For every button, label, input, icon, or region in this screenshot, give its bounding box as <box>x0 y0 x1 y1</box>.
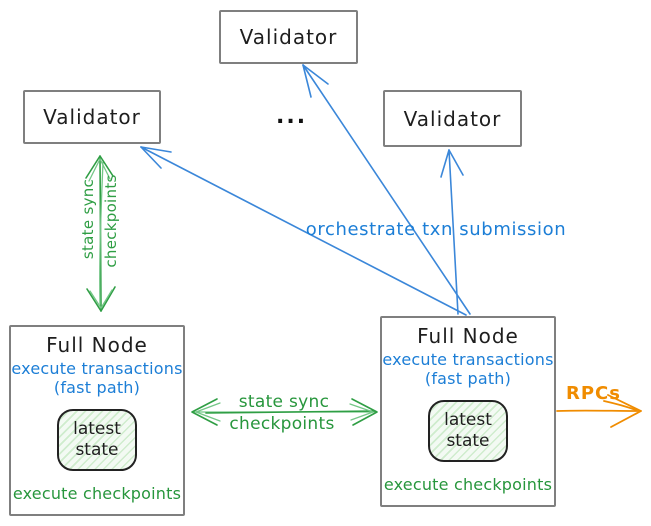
validator-right-label: Validator <box>403 106 502 131</box>
latest-text: latest <box>73 418 121 439</box>
latest-state-left-box: latest state <box>57 408 137 471</box>
state-sync-vertical-label-line1: state sync <box>79 178 97 260</box>
state-sync-horizontal-label-line1: state sync <box>238 392 330 412</box>
full-node-left-execute-checkpoints: execute checkpoints <box>12 484 182 503</box>
validators-ellipsis: ... <box>276 104 308 129</box>
full-node-right-title: Full Node <box>417 324 519 348</box>
validator-top-box: Validator <box>219 10 358 64</box>
full-node-right-box: Full Node execute transactions (fast pat… <box>380 316 556 507</box>
state-text: state <box>446 430 490 451</box>
latest-text: latest <box>444 409 492 430</box>
full-node-left-execute-transactions: execute transactions (fast path) <box>11 359 183 398</box>
orchestrate-txn-submission-label: orchestrate txn submission <box>305 219 567 240</box>
full-node-right-execute-checkpoints: execute checkpoints <box>383 475 553 494</box>
rpcs-label: RPCs <box>566 383 621 404</box>
latest-state-right-box: latest state <box>428 399 508 462</box>
full-node-left-box: Full Node execute transactions (fast pat… <box>9 325 185 516</box>
validator-left-label: Validator <box>43 105 141 129</box>
execute-transactions-text: execute transactions <box>11 359 183 378</box>
full-node-right-execute-transactions: execute transactions (fast path) <box>382 350 554 389</box>
fast-path-text: (fast path) <box>53 377 141 397</box>
validator-right-box: Validator <box>383 90 522 147</box>
fast-path-text: (fast path) <box>424 368 512 388</box>
state-sync-horizontal-label-line2: checkpoints <box>229 414 335 434</box>
execute-transactions-text: execute transactions <box>382 350 554 369</box>
full-node-left-title: Full Node <box>46 333 148 357</box>
state-text: state <box>75 439 119 460</box>
validator-left-box: Validator <box>23 90 161 144</box>
validator-top-label: Validator <box>239 25 338 49</box>
state-sync-vertical-label-line2: checkpoints <box>102 174 120 268</box>
